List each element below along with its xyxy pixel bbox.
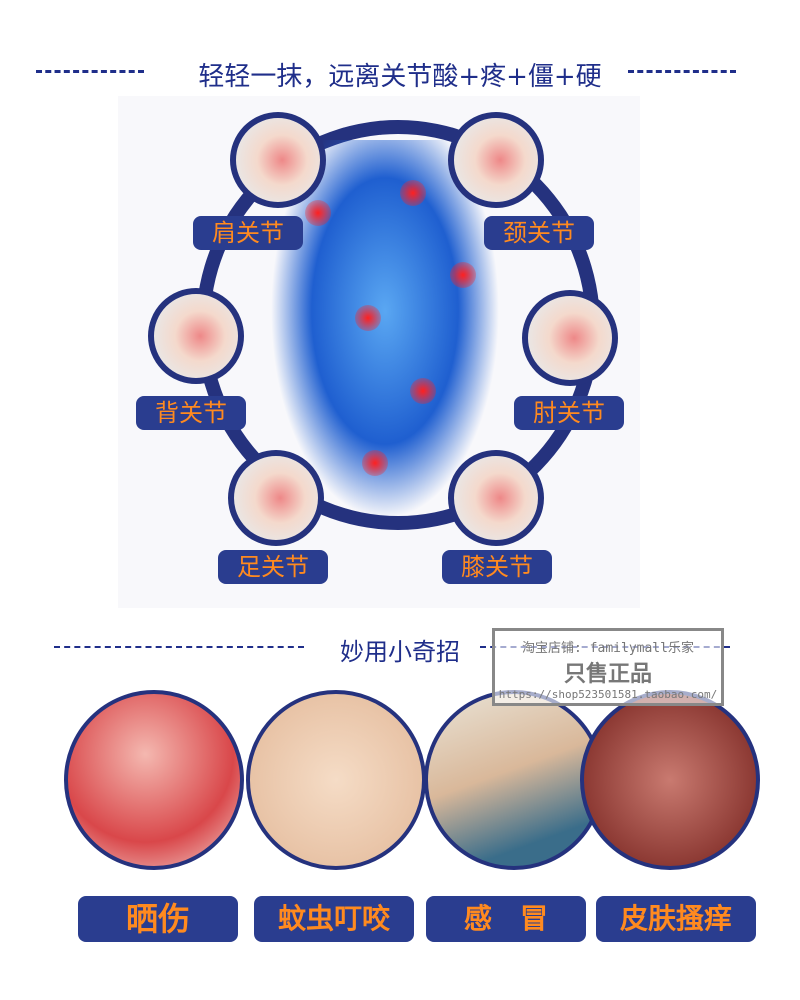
back-photo	[148, 288, 244, 384]
itch-photo	[580, 690, 760, 870]
elbow-photo	[522, 290, 618, 386]
label-sunburn: 晒伤	[78, 896, 238, 942]
section-title: 妙用小奇招	[340, 638, 460, 666]
label-elbow: 肘关节	[514, 396, 624, 430]
shoulder-photo	[230, 112, 326, 208]
watermark-url: https://shop523501581.taobao.com/	[498, 688, 718, 701]
page-title: 轻轻一抹，远离关节酸+疼+僵+硬	[198, 62, 602, 92]
cold-photo	[424, 690, 604, 870]
mosquito-photo	[246, 690, 426, 870]
label-cold: 感 冒	[426, 896, 586, 942]
label-foot: 足关节	[218, 550, 328, 584]
label-itch: 皮肤搔痒	[596, 896, 756, 942]
label-shoulder: 肩关节	[193, 216, 303, 250]
divider	[628, 70, 736, 73]
sunburn-photo	[64, 690, 244, 870]
knee-photo	[448, 450, 544, 546]
watermark-slogan: 只售正品	[563, 661, 652, 687]
label-knee: 膝关节	[442, 550, 552, 584]
label-back: 背关节	[136, 396, 246, 430]
neck-photo	[448, 112, 544, 208]
divider	[54, 646, 304, 648]
watermark: 淘宝店铺: familymall乐家 只售正品 https://shop5235…	[492, 628, 724, 706]
foot-photo	[228, 450, 324, 546]
label-mosquito: 蚊虫叮咬	[254, 896, 414, 942]
watermark-shop: 淘宝店铺: familymall乐家	[522, 641, 694, 656]
divider	[36, 70, 144, 73]
label-neck: 颈关节	[484, 216, 594, 250]
